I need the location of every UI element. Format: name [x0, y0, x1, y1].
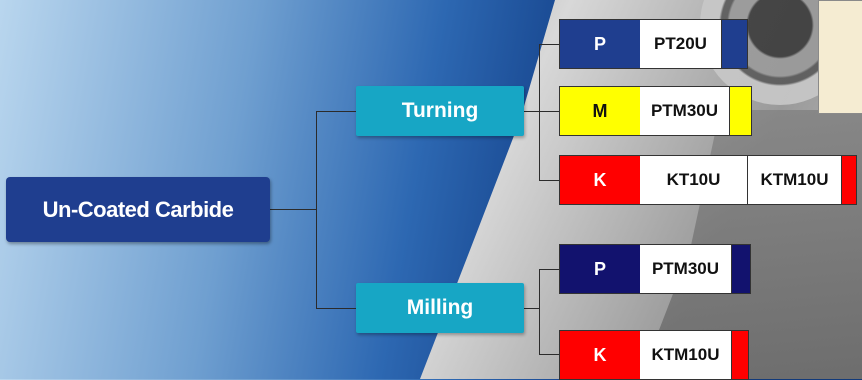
- connector-turning-p: [539, 44, 559, 45]
- milling-node: Milling: [356, 283, 524, 333]
- turning-grade-k: K KT10U KTM10U: [559, 155, 857, 205]
- turning-label: Turning: [401, 99, 479, 122]
- connector-root-vertical: [316, 111, 317, 309]
- connector-turning-k: [539, 180, 559, 181]
- grade-code: KT10U: [640, 156, 748, 204]
- turning-grade-m: M PTM30U: [559, 86, 752, 136]
- root-label: Un-Coated Carbide: [42, 196, 234, 222]
- iso-color-tab: [732, 245, 750, 293]
- connector-to-turning: [316, 111, 356, 112]
- root-node: Un-Coated Carbide: [6, 177, 270, 242]
- connector-milling-out: [524, 308, 539, 309]
- grade-code: KTM10U: [748, 156, 842, 204]
- connector-turning-vertical: [539, 44, 540, 181]
- milling-grade-k: K KTM10U: [559, 330, 749, 380]
- milling-grade-p: P PTM30U: [559, 244, 751, 294]
- connector-turning-m: [539, 111, 559, 112]
- grade-code: KTM10U: [640, 331, 732, 379]
- iso-color-tab: [732, 331, 748, 379]
- milling-label: Milling: [406, 296, 474, 319]
- grade-code: PTM30U: [640, 245, 732, 293]
- connector-milling-k: [539, 354, 559, 355]
- connector-to-milling: [316, 308, 356, 309]
- note-panel: [818, 0, 862, 114]
- connector-root-out: [270, 209, 316, 210]
- iso-letter: K: [593, 169, 607, 190]
- connector-milling-vertical: [539, 269, 540, 355]
- iso-letter: P: [593, 258, 606, 279]
- iso-color-tab: [730, 87, 751, 135]
- connector-milling-p: [539, 269, 559, 270]
- iso-letter: P: [593, 33, 606, 54]
- turning-node: Turning: [356, 86, 524, 136]
- grade-code: PTM30U: [640, 87, 730, 135]
- iso-letter: K: [593, 344, 607, 365]
- iso-color-tab: [842, 156, 856, 204]
- grade-code: PT20U: [640, 20, 722, 68]
- connector-turning-out: [524, 111, 539, 112]
- turning-grade-p: P PT20U: [559, 19, 748, 69]
- iso-color-tab: [722, 20, 747, 68]
- iso-letter: M: [592, 100, 608, 121]
